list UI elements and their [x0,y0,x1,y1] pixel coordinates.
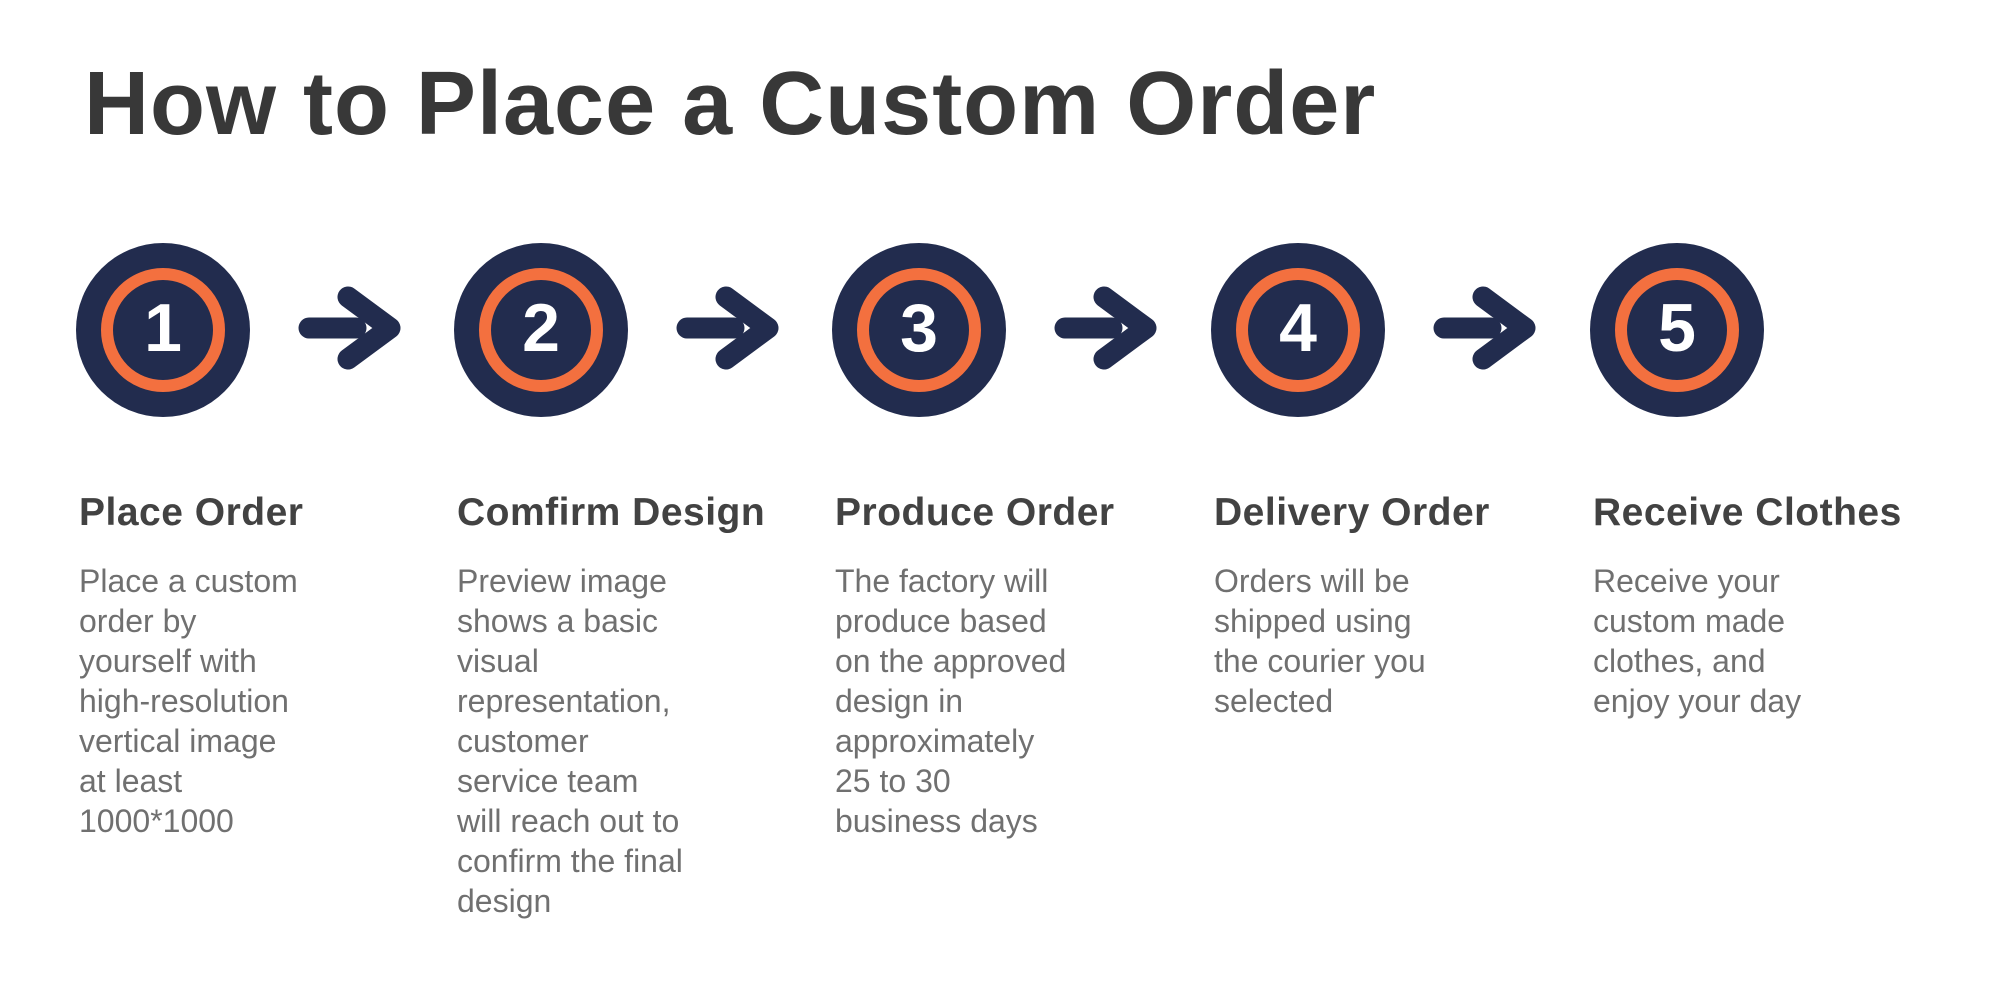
step-3-ring: 3 [857,268,981,392]
step-2-badge: 2 [454,243,628,417]
step-1-column: 1 Place Order Place a custom order by yo… [76,243,412,841]
step-5-badge: 5 [1590,243,1764,417]
step-1-badge: 1 [76,243,250,417]
step-4-heading: Delivery Order [1214,491,1490,534]
page-title: How to Place a Custom Order [84,54,1377,154]
arrow-right-icon [298,285,406,371]
step-4-ring: 4 [1236,268,1360,392]
step-4-badge: 4 [1211,243,1385,417]
step-2-number: 2 [522,290,560,366]
step-4-column: 4 Delivery Order Orders will be shipped … [1211,243,1547,721]
step-1-description: Place a custom order by yourself with hi… [79,563,298,839]
step-1-heading: Place Order [79,491,304,534]
arrow-right-icon [1054,285,1162,371]
step-1-number: 1 [144,290,182,366]
step-1-ring: 1 [101,268,225,392]
step-5-heading: Receive Clothes [1593,491,1902,534]
arrow-right-icon [676,285,784,371]
arrow-right-icon [1433,285,1541,371]
step-2-ring: 2 [479,268,603,392]
step-5-description: Receive your custom made clothes, and en… [1593,563,1802,719]
step-4-description: Orders will be shipped using the courier… [1214,563,1426,719]
step-3-heading: Produce Order [835,491,1115,534]
step-5-column: 5 Receive Clothes Receive your custom ma… [1590,243,1926,721]
step-4-number: 4 [1279,290,1317,366]
step-5-ring: 5 [1615,268,1739,392]
step-3-description: The factory will produce based on the ap… [835,563,1067,839]
step-2-description: Preview image shows a basic visual repre… [457,563,683,919]
step-3-badge: 3 [832,243,1006,417]
step-5-number: 5 [1658,290,1696,366]
step-3-number: 3 [900,290,938,366]
step-3-column: 3 Produce Order The factory will produce… [832,243,1168,841]
step-2-heading: Comfirm Design [457,491,766,534]
step-2-column: 2 Comfirm Design Preview image shows a b… [454,243,790,921]
